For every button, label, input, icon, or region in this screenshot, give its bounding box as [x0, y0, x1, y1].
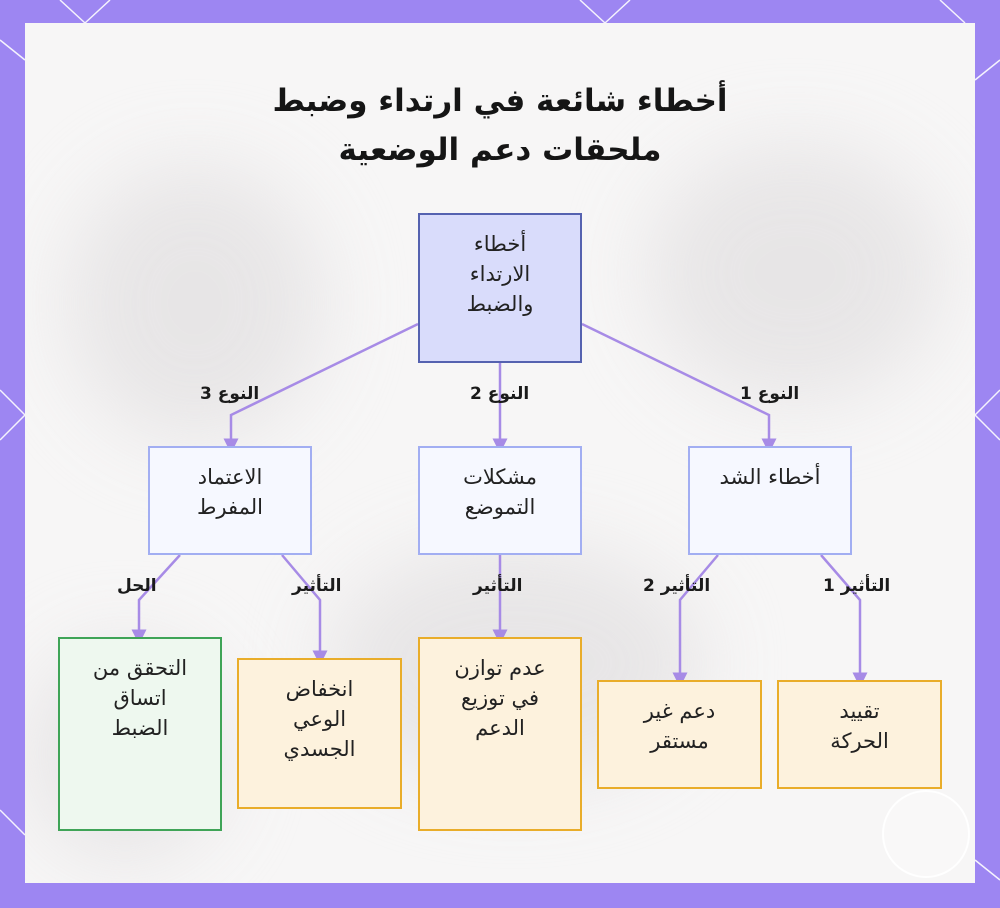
edge-label-effect1b: التأثير 2: [643, 576, 711, 596]
node-type2-positioning: مشكلات التموضع: [418, 446, 582, 555]
edge-label-effect3: التأثير: [292, 576, 342, 596]
node-effect3: انخفاض الوعي الجسدي: [237, 658, 402, 809]
edge-label-effect2: التأثير: [473, 576, 523, 596]
diagram-title-line-1: أخطاء شائعة في ارتداء وضبط: [272, 83, 728, 119]
node-type3-overreliance: الاعتماد المفرط: [148, 446, 312, 555]
node-type1-tension: أخطاء الشد: [688, 446, 852, 555]
node-effect1b: دعم غير مستقر: [597, 680, 762, 789]
diagram-title-line-2: ملحقات دعم الوضعية: [338, 132, 662, 168]
watermark-logo: [882, 790, 970, 878]
edge-label-solution3: الحل: [117, 576, 157, 596]
edge-label-type1: النوع 1: [740, 384, 800, 404]
edge-label-effect1a: التأثير 1: [823, 576, 891, 596]
edge-label-type2: النوع 2: [470, 384, 530, 404]
node-effect2: عدم توازن في توزيع الدعم: [418, 637, 582, 831]
edge-label-type3: النوع 3: [200, 384, 260, 404]
node-root-errors: أخطاء الارتداء والضبط: [418, 213, 582, 363]
node-solution3: التحقق من اتساق الضبط: [58, 637, 222, 831]
node-effect1a: تقييد الحركة: [777, 680, 942, 789]
